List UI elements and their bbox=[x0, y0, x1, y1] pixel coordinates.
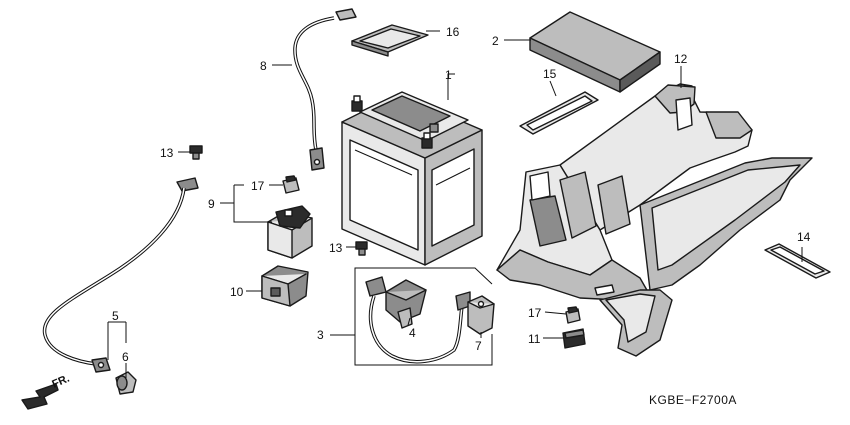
part-14-rubber-band bbox=[764, 243, 831, 279]
callout-3: 3 bbox=[317, 328, 324, 342]
part-13-bolt-lower bbox=[355, 241, 368, 256]
part-13-bolt-upper bbox=[189, 145, 203, 160]
callout-7: 7 bbox=[475, 339, 482, 353]
callout-15: 15 bbox=[543, 67, 557, 81]
callout-9: 9 bbox=[208, 197, 215, 211]
callout-16: 16 bbox=[446, 25, 460, 39]
callout-13-lower: 13 bbox=[329, 241, 343, 255]
callout-14: 14 bbox=[797, 230, 811, 244]
part-10-relay-cover bbox=[261, 265, 309, 307]
part-3-battery-cable bbox=[365, 276, 471, 364]
leader-lines bbox=[107, 30, 803, 378]
callout-12: 12 bbox=[674, 52, 688, 66]
front-direction-arrow: FR. bbox=[21, 373, 71, 410]
part-15-rubber-band bbox=[519, 91, 599, 135]
callout-8: 8 bbox=[260, 59, 267, 73]
part-5-starter-cable bbox=[42, 177, 199, 373]
part-16-battery-strap bbox=[351, 24, 429, 57]
part-8-ground-cable bbox=[293, 8, 357, 171]
part-6-terminal-cap bbox=[115, 371, 137, 395]
part-1-battery bbox=[341, 91, 483, 266]
callout-13-upper: 13 bbox=[160, 146, 174, 160]
callout-10: 10 bbox=[230, 285, 244, 299]
part-7-terminal-cover bbox=[467, 295, 495, 335]
part-4-terminal-cover bbox=[385, 279, 427, 329]
arrow-icon bbox=[21, 383, 59, 410]
callout-17-left: 17 bbox=[251, 179, 265, 193]
callout-5: 5 bbox=[112, 309, 119, 323]
callout-2: 2 bbox=[492, 34, 499, 48]
drawing-code: KGBE−F2700A bbox=[649, 393, 737, 407]
callout-11: 11 bbox=[528, 332, 541, 346]
part-17-fuse-right bbox=[565, 306, 581, 324]
part-9-starter-relay bbox=[267, 205, 313, 259]
callout-17-right: 17 bbox=[528, 306, 542, 320]
part-11-fuse bbox=[562, 328, 586, 349]
callout-4: 4 bbox=[409, 326, 416, 340]
part-17-fuse-left bbox=[282, 175, 300, 194]
fr-label: FR. bbox=[50, 373, 71, 391]
callout-6: 6 bbox=[122, 350, 129, 364]
part-12-battery-case bbox=[496, 83, 813, 357]
callout-1: 1 bbox=[445, 68, 452, 82]
callouts: 1 2 3 4 5 6 7 8 9 10 11 12 13 13 14 15 1… bbox=[112, 25, 811, 364]
part-2-battery-pad bbox=[529, 11, 661, 93]
